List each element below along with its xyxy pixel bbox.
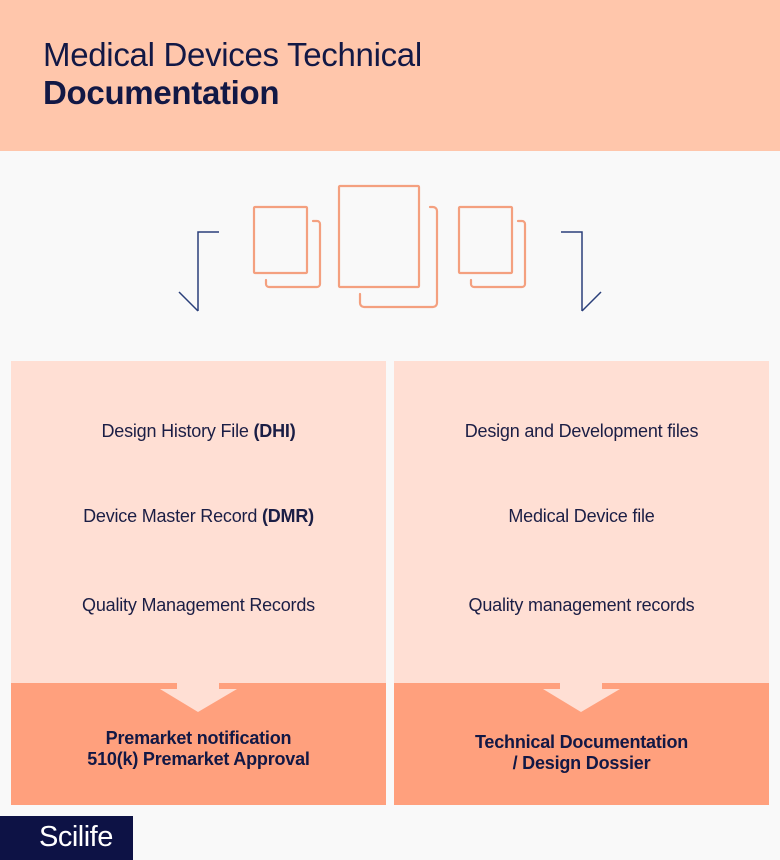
item-abbreviation: (DHI) [253,421,296,441]
result-line1: Technical Documentation [474,732,689,752]
item-text: Device Master Record [83,506,262,526]
document-stack-icon-right [457,205,527,289]
item-text: Quality management records [468,595,695,615]
column-items-panel: Design and Development files Medical Dev… [394,361,769,683]
list-item: Quality Management Records [11,595,386,616]
column-items-panel: Design History File (DHI) Device Master … [11,361,386,683]
arrow-down-right-icon [561,231,602,312]
list-item: Design and Development files [394,421,769,442]
arrow-down-icon [160,683,237,712]
item-text: Design History File [101,421,254,441]
item-text: Medical Device file [508,506,655,526]
result-label: Premarket notification 510(k) Premarket … [11,728,386,770]
result-line2: 510(k) Premarket Approval [87,749,310,769]
list-item: Design History File (DHI) [11,421,386,442]
logo-text: Scilife [39,821,113,853]
header-banner: Medical Devices Technical Documentation [0,0,780,151]
column-eu-mdr: Design and Development files Medical Dev… [394,361,769,805]
list-item: Device Master Record (DMR) [11,506,386,527]
page-title-line2: Documentation [43,74,280,111]
column-result-panel: Technical Documentation / Design Dossier [394,683,769,805]
list-item: Medical Device file [394,506,769,527]
item-abbreviation: (DMR) [261,506,314,526]
arrow-down-icon [543,683,620,712]
column-result-panel: Premarket notification 510(k) Premarket … [11,683,386,805]
column-us-fda: Design History File (DHI) Device Master … [11,361,386,805]
result-line2: / Design Dossier [512,753,651,773]
item-text: Quality Management Records [82,595,315,615]
result-line1: Premarket notification [105,728,292,748]
arrow-down-left-icon [178,231,219,312]
item-text: Design and Development files [464,421,699,441]
document-stack-icon-center [337,184,439,309]
list-item: Quality management records [394,595,769,616]
scilife-logo: Scilife [0,816,133,860]
document-stack-icon-left [252,205,322,289]
page-title-line1: Medical Devices Technical [43,36,422,73]
documents-illustration [0,151,780,361]
result-label: Technical Documentation / Design Dossier [394,732,769,774]
